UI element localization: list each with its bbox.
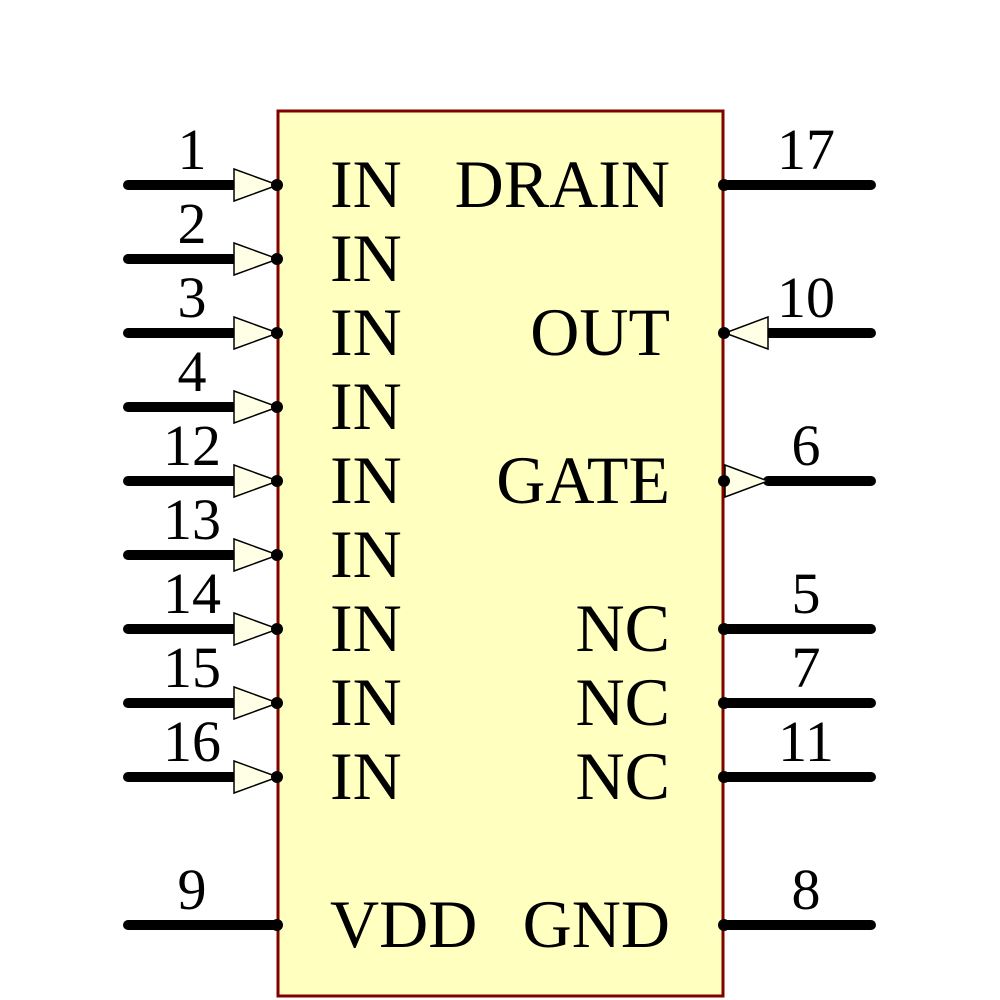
pin-14[interactable]: 14 IN [123,561,402,666]
pin-connection-dot [718,771,730,783]
pin-number: 16 [163,709,221,774]
pin-label: DRAIN [455,146,670,222]
pin-direction-arrow [233,537,281,573]
pin-label: NC [576,664,670,740]
pin-12[interactable]: 12 IN [123,413,402,518]
pin-3[interactable]: 3 IN [123,265,402,370]
pin-label: IN [330,516,402,592]
pin-6[interactable]: 6 GATE [496,413,876,518]
pin-2[interactable]: 2 IN [123,191,402,296]
pin-direction-arrow [233,389,281,425]
pin-number: 11 [778,709,834,774]
pin-13[interactable]: 13 IN [123,487,402,592]
pin-number: 13 [163,487,221,552]
pin-label: IN [330,664,402,740]
pin-connection-dot [271,771,283,783]
pin-1[interactable]: 1 IN [123,117,402,222]
pin-number: 8 [792,857,821,922]
pin-direction-arrow [233,611,281,647]
pin-direction-arrow [233,241,281,277]
pin-label: GATE [496,442,670,518]
pin-11[interactable]: 11 NC [576,709,876,814]
pin-connection-dot [271,549,283,561]
pin-connection-dot [271,623,283,635]
pin-number: 17 [777,117,835,182]
pin-connection-dot [718,697,730,709]
pin-number: 1 [178,117,207,182]
pin-10[interactable]: 10 OUT [530,265,876,370]
pin-connection-dot [718,919,730,931]
pin-number: 12 [163,413,221,478]
pin-number: 2 [178,191,207,256]
pin-connection-dot [271,401,283,413]
pin-number: 3 [178,265,207,330]
pin-direction-arrow [233,167,281,203]
pin-number: 6 [792,413,821,478]
pin-connection-dot [718,179,730,191]
pin-4[interactable]: 4 IN [123,339,402,444]
pin-9[interactable]: 9 VDD [123,857,477,962]
pin-direction-arrow [233,759,281,795]
pin-connection-dot [271,475,283,487]
ic-body[interactable] [276,109,725,998]
pin-label: IN [330,220,402,296]
pin-connection-dot [271,697,283,709]
pin-8[interactable]: 8 GND [523,857,876,962]
pin-direction-arrow [233,315,281,351]
pin-label: IN [330,442,402,518]
pin-connection-dot [718,623,730,635]
pin-16[interactable]: 16 IN [123,709,402,814]
pin-number: 14 [163,561,221,626]
pin-label: GND [523,886,670,962]
pin-connection-dot [271,327,283,339]
pin-connection-dot [271,253,283,265]
pin-number: 4 [178,339,207,404]
pin-label: IN [330,146,402,222]
pin-5[interactable]: 5 NC [576,561,876,666]
pin-connection-dot [271,179,283,191]
pin-17[interactable]: 17 DRAIN [455,117,876,222]
pin-connection-dot [718,475,730,487]
pin-label: NC [576,738,670,814]
pin-number: 7 [792,635,821,700]
pin-direction-arrow [233,685,281,721]
pin-label: OUT [530,294,670,370]
pin-15[interactable]: 15 IN [123,635,402,740]
pin-direction-arrow [233,463,281,499]
pin-connection-dot [271,919,283,931]
pin-number: 15 [163,635,221,700]
pin-number: 9 [178,857,207,922]
pin-connection-dot [718,327,730,339]
pin-label: IN [330,590,402,666]
pin-7[interactable]: 7 NC [576,635,876,740]
pin-label: NC [576,590,670,666]
pin-number: 10 [777,265,835,330]
pin-number: 5 [792,561,821,626]
pin-label: IN [330,368,402,444]
pin-direction-arrow [724,463,771,499]
pin-direction-arrow [722,315,769,351]
pin-label: VDD [330,886,477,962]
pin-label: IN [330,294,402,370]
pin-label: IN [330,738,402,814]
